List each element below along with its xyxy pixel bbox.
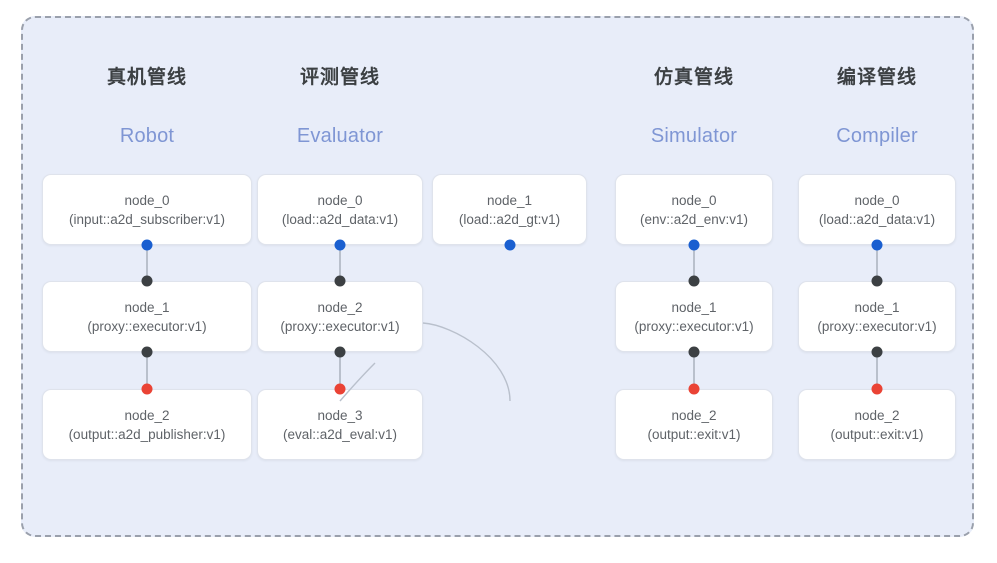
- port-input-icon[interactable]: [334, 239, 346, 251]
- node-box[interactable]: node_1 (load::a2d_gt:v1): [432, 174, 587, 245]
- node-box[interactable]: node_1 (proxy::executor:v1): [798, 281, 956, 352]
- port-link-icon[interactable]: [334, 275, 346, 287]
- node-spec: (proxy::executor:v1): [87, 318, 207, 334]
- pipeline-column-compiler: 编译管线 Compiler node_0 (load::a2d_data:v1)…: [798, 18, 956, 539]
- pipeline-columns: 真机管线 Robot node_0 (input::a2d_subscriber…: [23, 18, 976, 539]
- pipeline-panel: 真机管线 Robot node_0 (input::a2d_subscriber…: [21, 16, 974, 537]
- node-name: node_1: [671, 299, 717, 315]
- pipeline-column-evaluator: 评测管线 Evaluator node_0 (load::a2d_data:v1…: [257, 18, 587, 539]
- node-name: node_2: [317, 299, 363, 315]
- column-title-compiler: 编译管线: [836, 67, 917, 88]
- column-title-simulator: 仿真管线: [653, 67, 734, 88]
- node-box[interactable]: node_0 (load::a2d_data:v1): [257, 174, 423, 245]
- node-spec: (load::a2d_gt:v1): [458, 211, 561, 227]
- port-output-icon[interactable]: [688, 383, 700, 395]
- edge-line: [146, 352, 148, 389]
- node-box[interactable]: node_2 (output::exit:v1): [798, 389, 956, 460]
- port-link-icon[interactable]: [871, 346, 883, 358]
- port-output-icon[interactable]: [871, 383, 883, 395]
- edge-line: [146, 245, 148, 281]
- column-subtitle-compiler: Compiler: [836, 125, 918, 147]
- column-subtitle-robot: Robot: [119, 125, 175, 147]
- edge-line: [876, 245, 878, 281]
- node-box[interactable]: node_2 (output::a2d_publisher:v1): [42, 389, 252, 460]
- column-subtitle-simulator: Simulator: [650, 125, 738, 147]
- port-link-icon[interactable]: [334, 346, 346, 358]
- node-box[interactable]: node_0 (load::a2d_data:v1): [798, 174, 956, 245]
- node-name: node_2: [854, 407, 900, 423]
- pipeline-column-simulator: 仿真管线 Simulator node_0 (env::a2d_env:v1) …: [615, 18, 773, 539]
- node-spec: (env::a2d_env:v1): [639, 211, 749, 227]
- node-name: node_0: [124, 192, 170, 208]
- node-box[interactable]: node_0 (env::a2d_env:v1): [615, 174, 773, 245]
- node-name: node_0: [854, 192, 900, 208]
- column-subtitle-evaluator: Evaluator: [296, 125, 384, 147]
- node-name: node_2: [124, 407, 170, 423]
- node-name: node_0: [317, 192, 363, 208]
- node-spec: (load::a2d_data:v1): [818, 211, 936, 227]
- column-title-robot: 真机管线: [106, 67, 187, 88]
- node-box[interactable]: node_1 (proxy::executor:v1): [42, 281, 252, 352]
- port-link-icon[interactable]: [871, 275, 883, 287]
- node-name: node_1: [124, 299, 170, 315]
- node-box[interactable]: node_2 (output::exit:v1): [615, 389, 773, 460]
- node-spec: (proxy::executor:v1): [634, 318, 754, 334]
- port-output-icon[interactable]: [334, 383, 346, 395]
- node-name: node_1: [854, 299, 900, 315]
- node-spec: (eval::a2d_eval:v1): [282, 426, 398, 442]
- node-box[interactable]: node_1 (proxy::executor:v1): [615, 281, 773, 352]
- port-input-icon[interactable]: [688, 239, 700, 251]
- port-input-icon[interactable]: [504, 239, 516, 251]
- port-link-icon[interactable]: [141, 346, 153, 358]
- node-name: node_0: [671, 192, 717, 208]
- node-name: node_2: [671, 407, 717, 423]
- port-output-icon[interactable]: [141, 383, 153, 395]
- column-title-evaluator: 评测管线: [299, 67, 380, 88]
- node-box[interactable]: node_0 (input::a2d_subscriber:v1): [42, 174, 252, 245]
- node-name: node_1: [486, 192, 533, 208]
- port-input-icon[interactable]: [141, 239, 153, 251]
- edge-line: [876, 352, 878, 389]
- port-link-icon[interactable]: [141, 275, 153, 287]
- node-box[interactable]: node_2 (proxy::executor:v1): [257, 281, 423, 352]
- edge-line: [693, 352, 695, 389]
- node-spec: (proxy::executor:v1): [280, 318, 400, 334]
- pipeline-column-robot: 真机管线 Robot node_0 (input::a2d_subscriber…: [42, 18, 252, 539]
- node-box[interactable]: node_3 (eval::a2d_eval:v1): [257, 389, 423, 460]
- node-spec: (input::a2d_subscriber:v1): [68, 211, 226, 227]
- port-link-icon[interactable]: [688, 275, 700, 287]
- port-link-icon[interactable]: [688, 346, 700, 358]
- node-spec: (output::exit:v1): [830, 426, 924, 442]
- node-spec: (load::a2d_data:v1): [281, 211, 399, 227]
- port-input-icon[interactable]: [871, 239, 883, 251]
- node-spec: (proxy::executor:v1): [817, 318, 937, 334]
- edge-line: [693, 245, 695, 281]
- node-spec: (output::a2d_publisher:v1): [68, 426, 226, 442]
- edge-line: [339, 245, 341, 281]
- node-name: node_3: [317, 407, 363, 423]
- node-spec: (output::exit:v1): [647, 426, 741, 442]
